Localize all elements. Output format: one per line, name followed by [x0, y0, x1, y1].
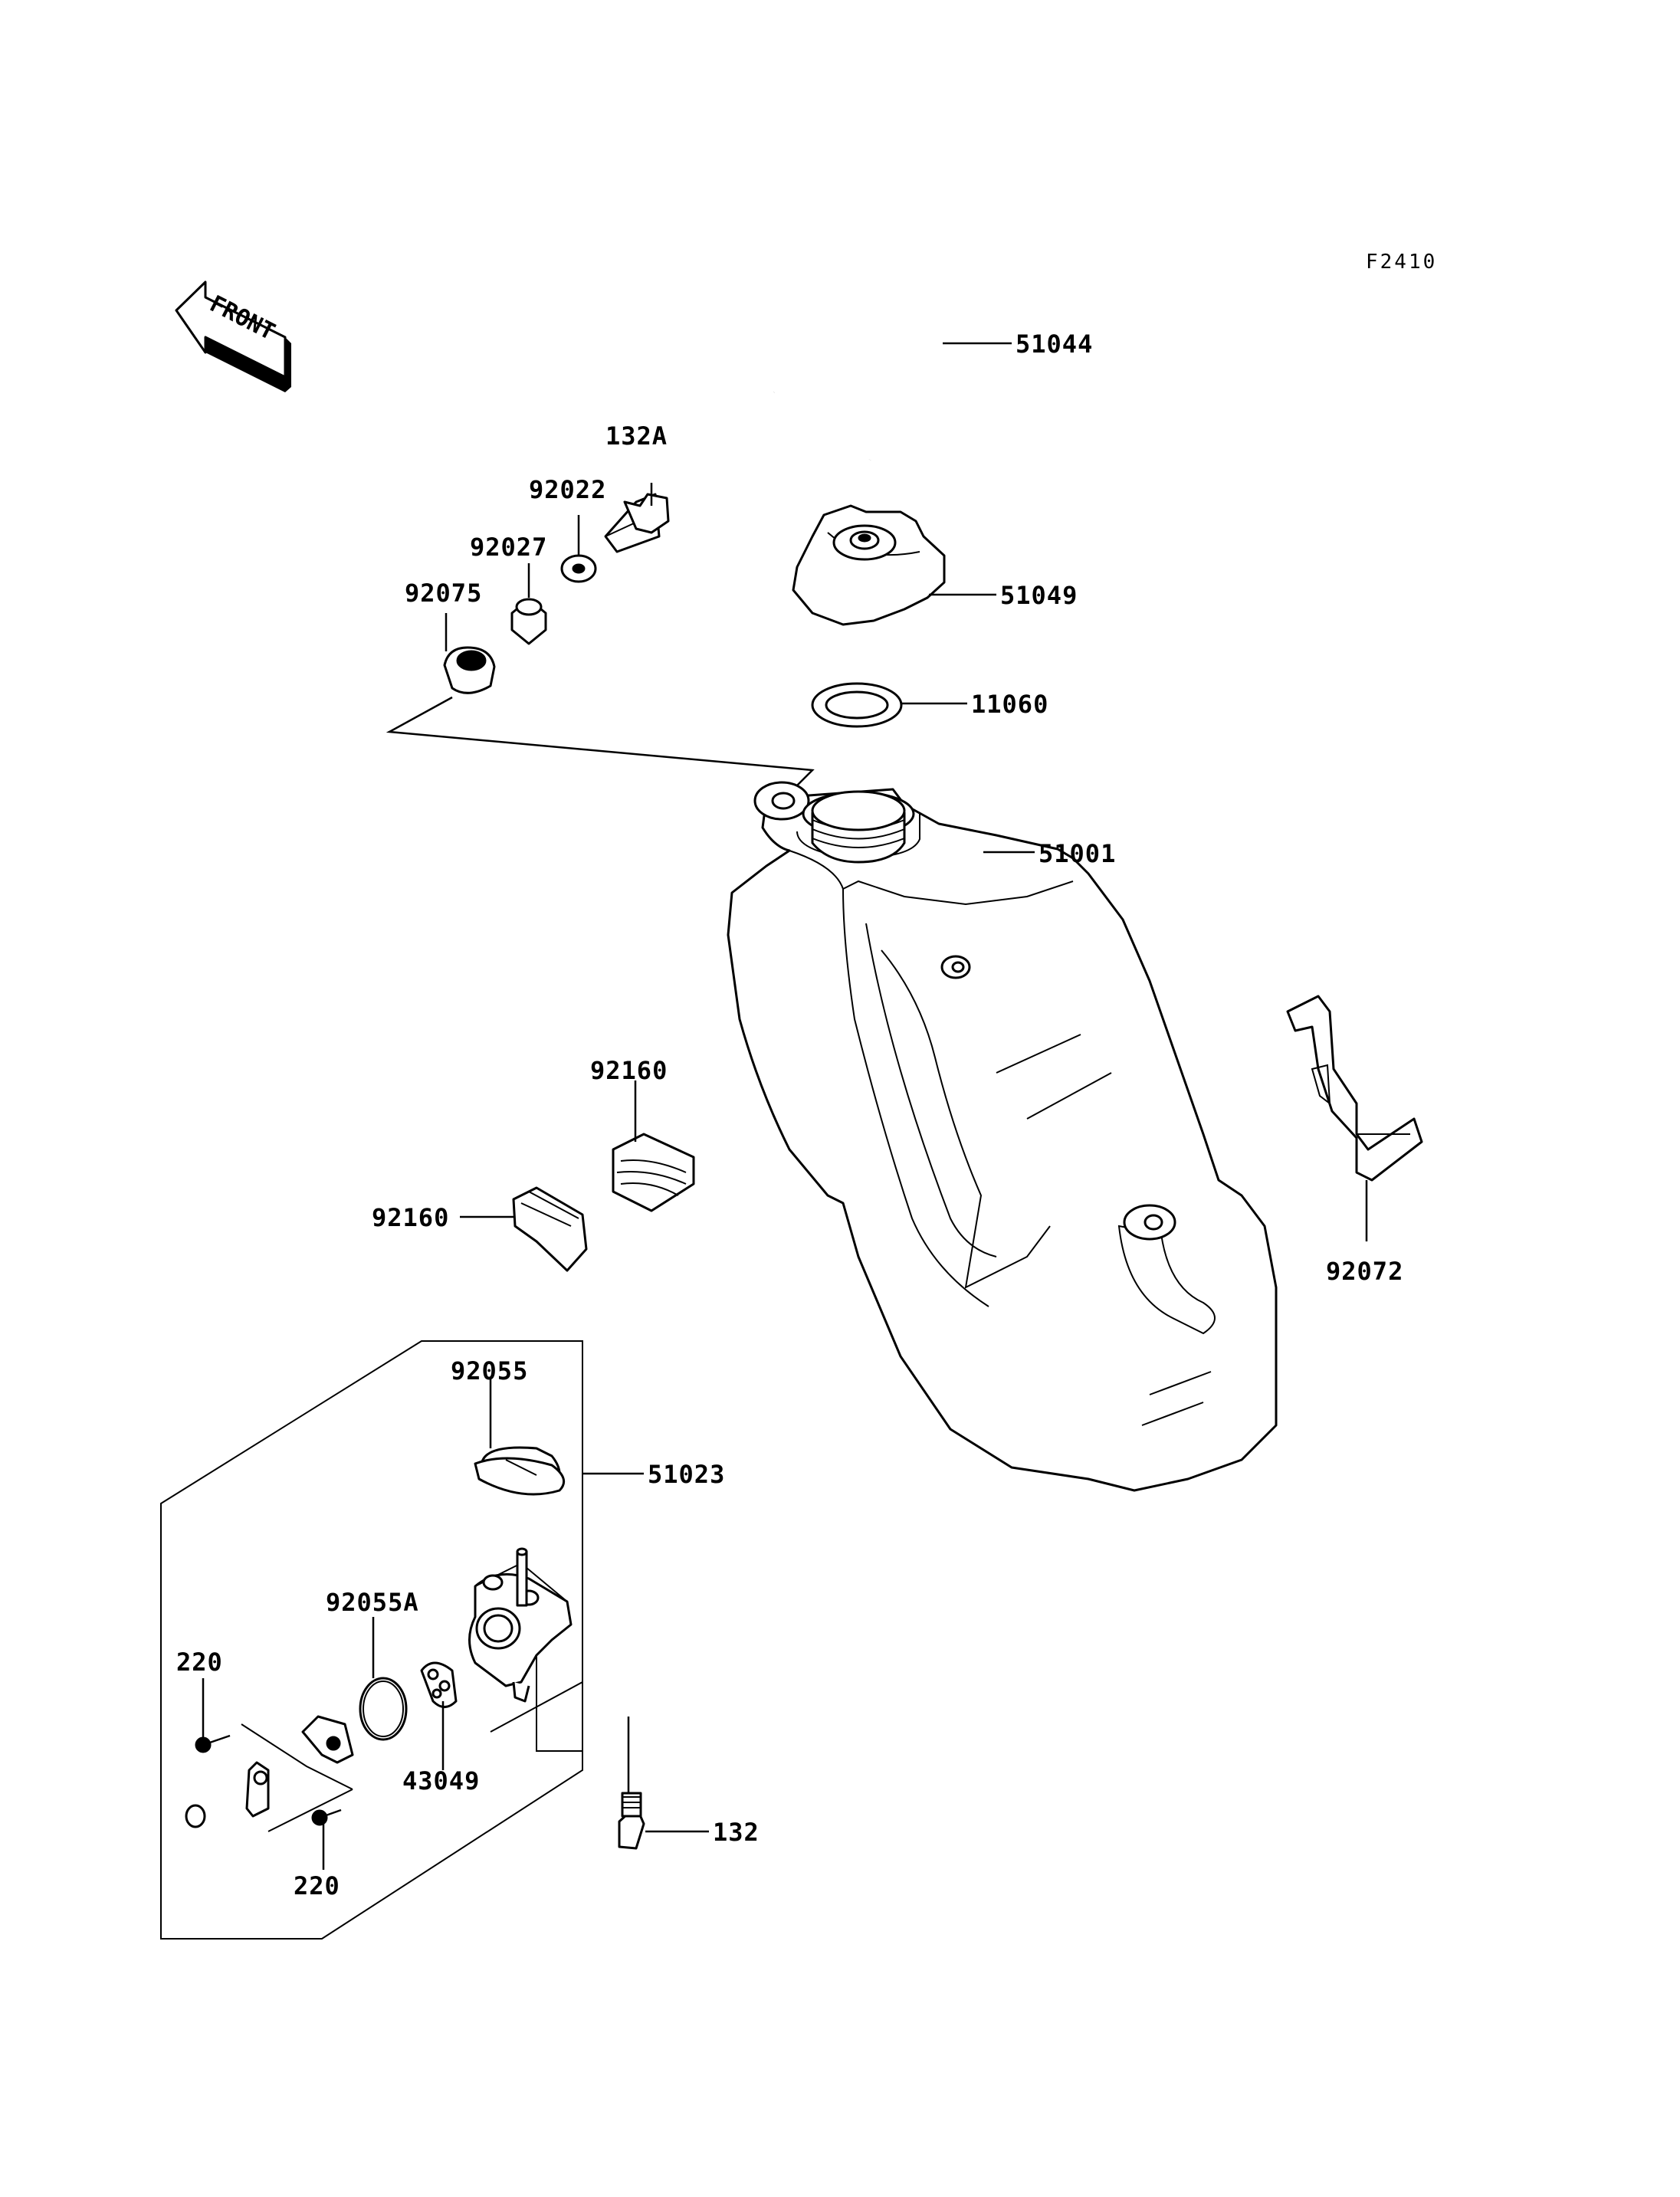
label-51044: 51044 — [1016, 330, 1093, 359]
label-132A: 132A — [605, 421, 668, 451]
label-92055: 92055 — [451, 1356, 528, 1385]
o-ring-92055A — [359, 1617, 408, 1741]
label-92072: 92072 — [1326, 1257, 1403, 1286]
label-92027: 92027 — [470, 533, 547, 562]
fuel-cock-assembly-frame — [160, 1340, 644, 1940]
fuel-tank-51001 — [727, 781, 1278, 1492]
fuel-breather-hose — [772, 312, 1012, 461]
damper-92160-upper — [612, 1080, 695, 1212]
label-11060: 11060 — [971, 690, 1048, 719]
label-220-upper: 220 — [176, 1648, 223, 1677]
label-51023: 51023 — [648, 1460, 725, 1489]
gasket-43049 — [420, 1661, 458, 1770]
strap-92072 — [1286, 995, 1423, 1241]
label-92160-lower: 92160 — [372, 1203, 449, 1232]
label-43049: 43049 — [402, 1766, 480, 1795]
filter-gasket-92055 — [474, 1379, 566, 1496]
fuel-cock-body — [468, 1547, 582, 1752]
collar-92027 — [510, 563, 547, 645]
damper-92075 — [386, 613, 815, 786]
label-92075: 92075 — [405, 579, 482, 608]
label-220-lower: 220 — [294, 1871, 340, 1900]
front-arrow-icon: FRONT — [175, 280, 291, 392]
damper-92160-lower — [460, 1186, 588, 1272]
screw-220-upper — [195, 1678, 231, 1753]
washer-92022 — [560, 515, 597, 583]
label-92160-upper: 92160 — [590, 1056, 668, 1085]
label-92022: 92022 — [529, 475, 606, 504]
screw-220-lower — [311, 1808, 342, 1870]
label-51001: 51001 — [1039, 839, 1116, 868]
fuel-cock-lever — [185, 1715, 354, 1832]
bolt-132 — [618, 1717, 709, 1850]
bolt-132A — [604, 483, 670, 553]
label-92055A: 92055A — [326, 1588, 419, 1617]
label-132: 132 — [713, 1818, 760, 1847]
fuel-cap-51049 — [792, 504, 996, 626]
label-51049: 51049 — [1000, 581, 1078, 610]
diagram-code: F2410 — [1366, 251, 1437, 274]
gasket-11060 — [811, 682, 967, 728]
